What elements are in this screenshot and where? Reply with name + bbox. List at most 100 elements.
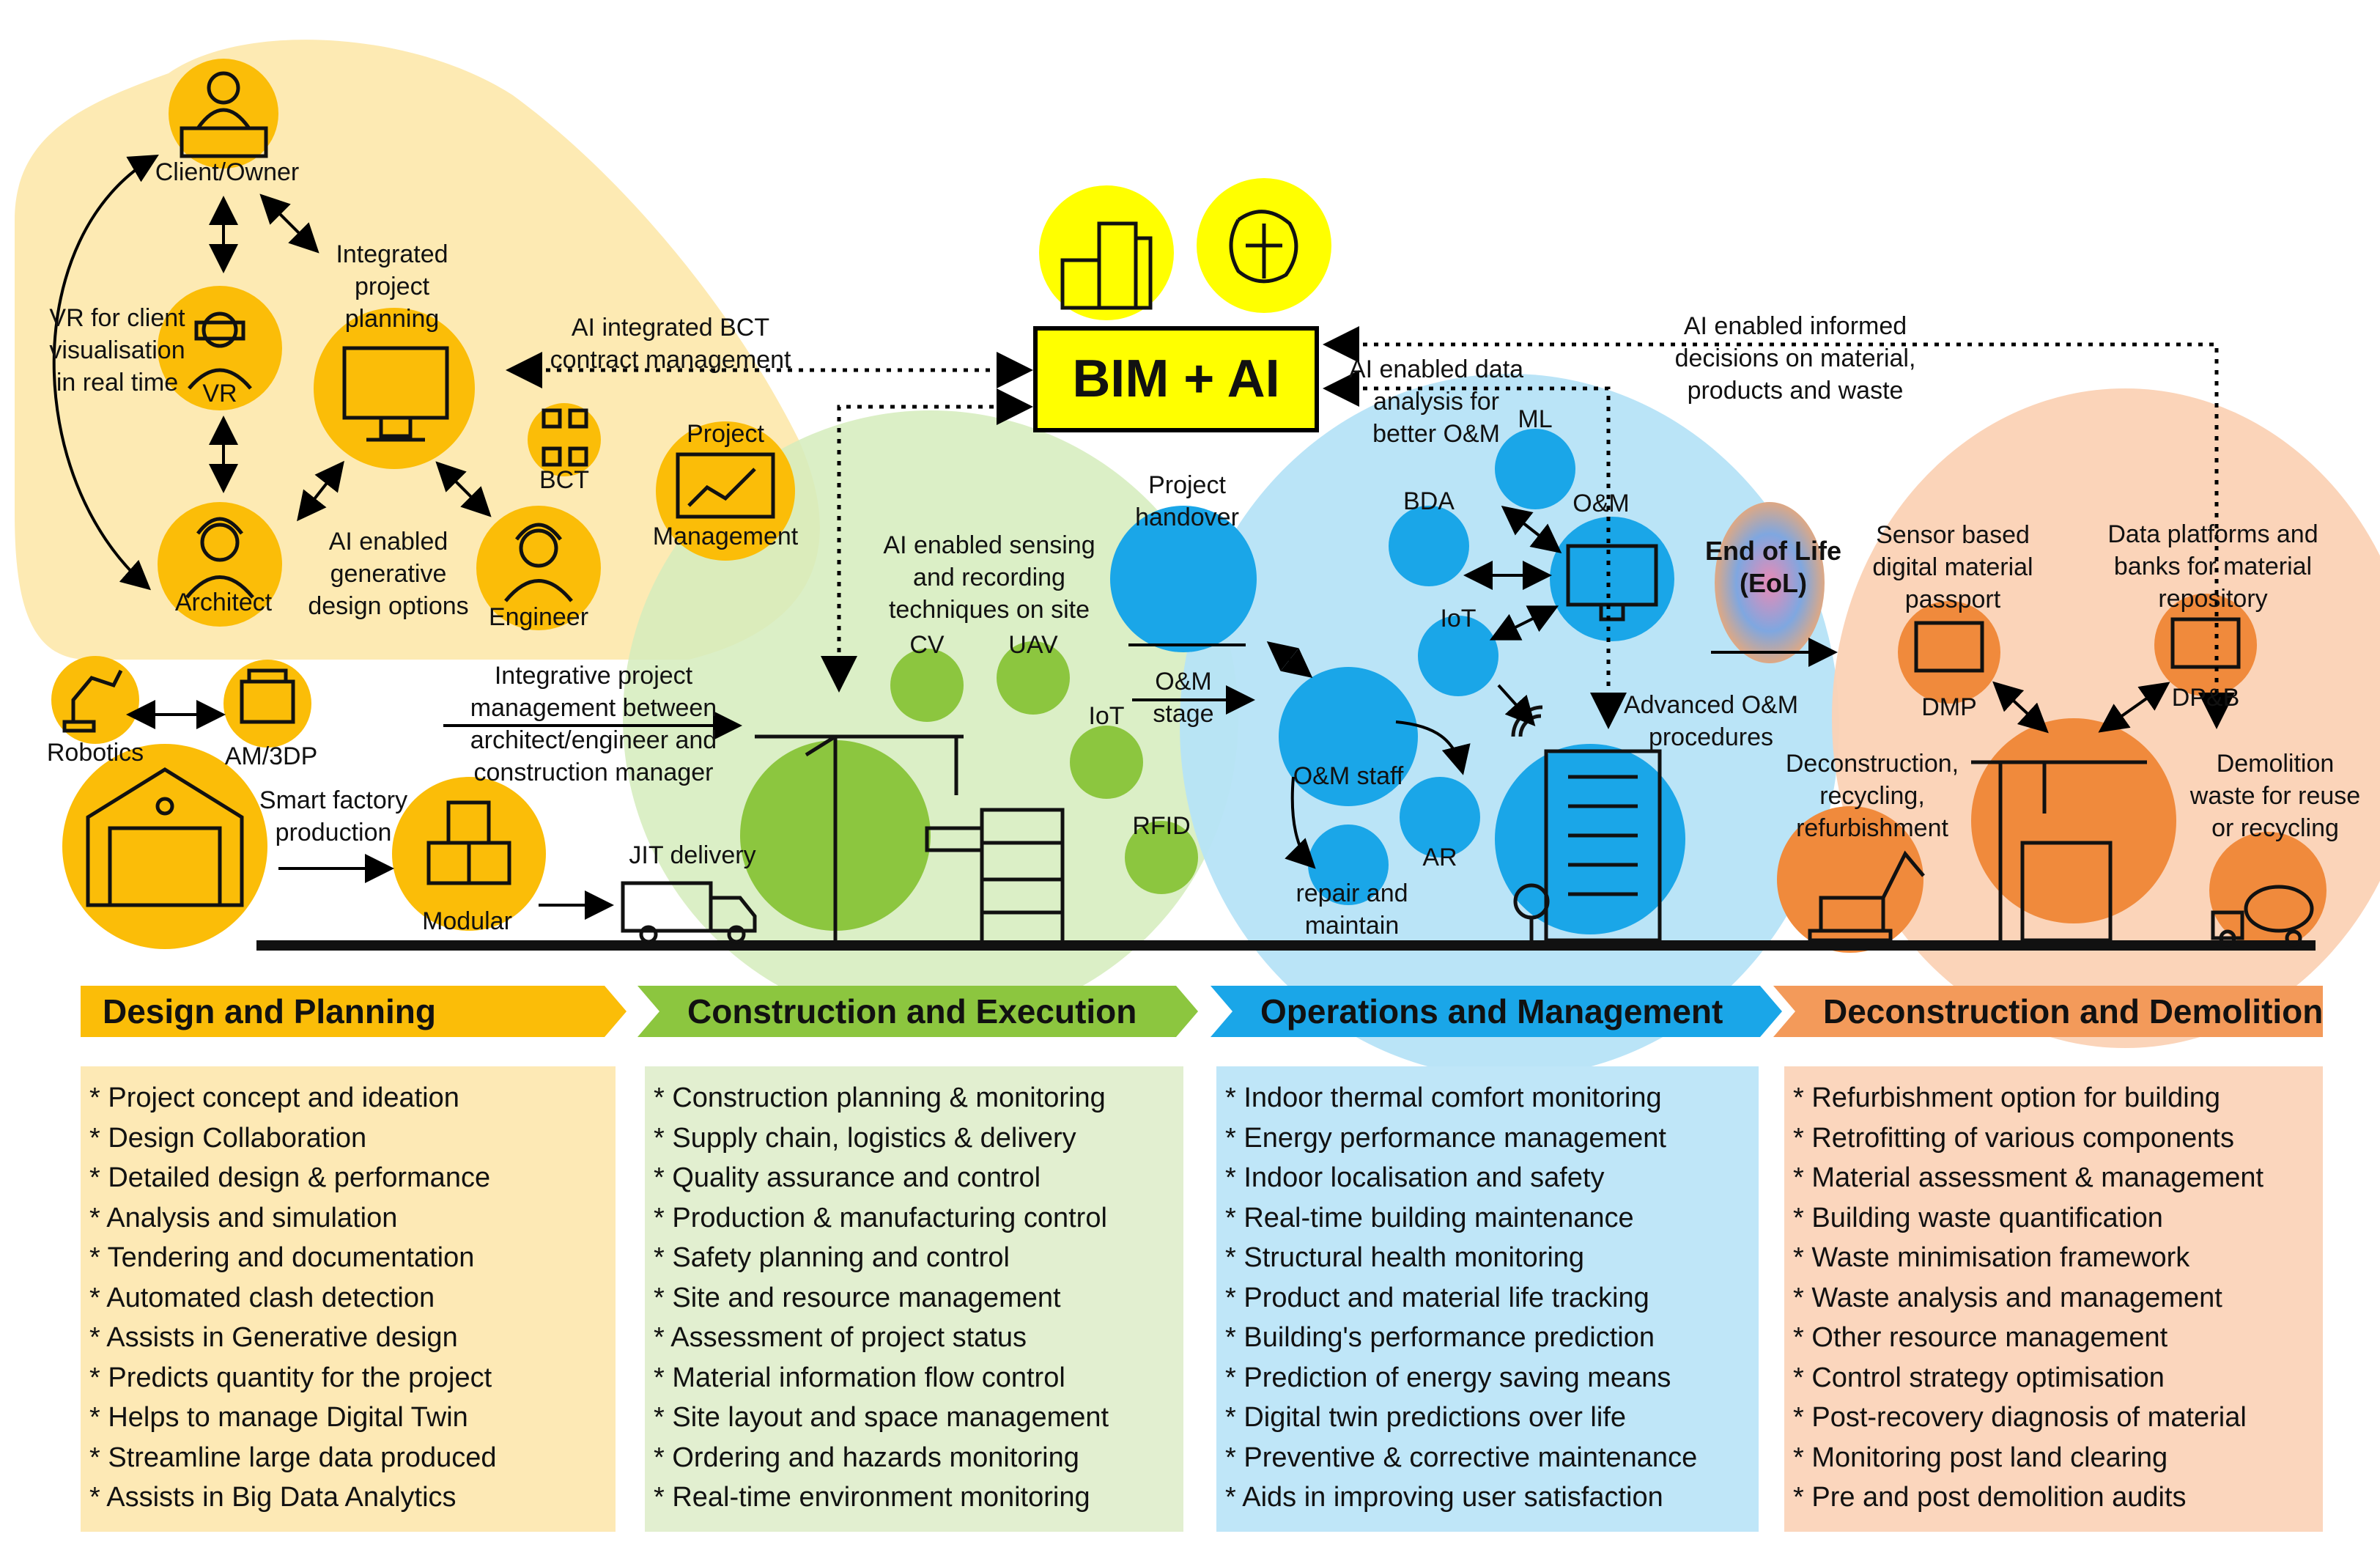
ar-disc xyxy=(1400,777,1480,857)
smart-factory-label: Smart factory production xyxy=(259,786,408,846)
list-item: * Indoor localisation and safety xyxy=(1225,1162,1605,1193)
list-item: * Automated clash detection xyxy=(89,1282,435,1313)
om-stage-label: O&M stage xyxy=(1153,668,1214,728)
list-item: * Digital twin predictions over life xyxy=(1225,1402,1627,1433)
integrative-pm-label: Integrative project management between a… xyxy=(470,662,717,786)
list-item: * Safety planning and control xyxy=(654,1242,1010,1273)
ai-sensing-label: AI enabled sensing and recording techniq… xyxy=(883,531,1095,624)
design-panel: * Project concept and ideation * Design … xyxy=(81,1066,616,1532)
construction-panel: * Construction planning & monitoring * S… xyxy=(645,1066,1183,1532)
list-item: * Helps to manage Digital Twin xyxy=(89,1402,468,1433)
list-item: * Construction planning & monitoring xyxy=(654,1082,1106,1113)
list-item: * Site and resource management xyxy=(654,1282,1061,1313)
ai-generative-label: AI enabled generative design options xyxy=(308,528,469,620)
iot-site-label: IoT xyxy=(1088,702,1125,730)
om-label: O&M xyxy=(1572,490,1630,517)
uav-label: UAV xyxy=(1008,631,1058,659)
vr-disc xyxy=(158,286,282,410)
bim-ai-box: BIM + AI xyxy=(1033,326,1319,432)
iot-site-disc xyxy=(1070,726,1143,799)
deconstruction-list: * Refurbishment option for building * Re… xyxy=(1793,1078,2316,1518)
data-platforms-label: Data platforms and banks for material re… xyxy=(2107,520,2318,613)
list-item: * Aids in improving user satisfaction xyxy=(1225,1482,1663,1513)
list-item: * Other resource management xyxy=(1793,1322,2168,1353)
project-handover-label: Project handover xyxy=(1135,471,1239,531)
ai-informed-label: AI enabled informed decisions on materia… xyxy=(1674,312,1916,405)
handover-disc xyxy=(1110,506,1257,652)
client-owner-label: Client/Owner xyxy=(155,158,300,186)
list-item: * Site layout and space management xyxy=(654,1402,1109,1433)
ai-bct-contract-label: AI integrated BCT contract management xyxy=(550,314,791,374)
list-item: * Supply chain, logistics & delivery xyxy=(654,1122,1076,1154)
architect-label: Architect xyxy=(174,589,273,616)
cv-label: CV xyxy=(909,631,945,659)
vr-client-label: VR for client visualisation in real time xyxy=(49,304,185,396)
list-item: * Pre and post demolition audits xyxy=(1793,1482,2187,1513)
project-management-label: Project Management xyxy=(652,420,799,550)
list-item: * Prediction of energy saving means xyxy=(1225,1362,1671,1393)
engineer-label: Engineer xyxy=(488,603,589,631)
iot-om-label: IoT xyxy=(1440,605,1477,632)
repair-disc xyxy=(1308,825,1389,905)
list-item: * Production & manufacturing control xyxy=(654,1202,1107,1233)
list-item: * Building's performance prediction xyxy=(1225,1322,1655,1353)
rfid-label: RFID xyxy=(1132,812,1191,840)
list-item: * Refurbishment option for building xyxy=(1793,1082,2221,1113)
list-item: * Preventive & corrective maintenance xyxy=(1225,1442,1698,1473)
list-item: * Ordering and hazards monitoring xyxy=(654,1442,1079,1473)
list-item: * Control strategy optimisation xyxy=(1793,1362,2165,1393)
list-item: * Energy performance management xyxy=(1225,1122,1666,1154)
list-item: * Structural health monitoring xyxy=(1225,1242,1585,1273)
sensor-passport-label: Sensor based digital material passport xyxy=(1872,521,2033,613)
ml-label: ML xyxy=(1518,405,1553,433)
dmp-disc xyxy=(1898,601,2000,704)
vr-label: VR xyxy=(202,380,237,407)
excavator-disc xyxy=(1777,806,1923,953)
am3dp-label: AM/3DP xyxy=(224,742,318,770)
list-item: * Monitoring post land clearing xyxy=(1793,1442,2168,1473)
dpb-label: DP&B xyxy=(2171,684,2240,712)
list-item: * Waste minimisation framework xyxy=(1793,1242,2190,1273)
list-item: * Retrofitting of various components xyxy=(1793,1122,2234,1154)
om-staff-label: O&M staff xyxy=(1293,762,1404,790)
jit-delivery-label: JIT delivery xyxy=(629,841,756,869)
bda-disc xyxy=(1389,506,1469,586)
list-item: * Project concept and ideation xyxy=(89,1082,459,1113)
rfid-disc xyxy=(1125,821,1198,894)
bct-label: BCT xyxy=(539,466,589,494)
phase-banner-construction: Construction and Execution xyxy=(638,986,1198,1037)
dmp-label: DMP xyxy=(1921,693,1977,721)
list-item: * Building waste quantification xyxy=(1793,1202,2163,1233)
list-item: * Assists in Generative design xyxy=(89,1322,458,1353)
list-item: * Predicts quantity for the project xyxy=(89,1362,492,1393)
list-item: * Assessment of project status xyxy=(654,1322,1027,1353)
list-item: * Analysis and simulation xyxy=(89,1202,398,1233)
am3dp-disc xyxy=(223,660,311,748)
factory-disc xyxy=(62,744,267,949)
list-item: * Material assessment & management xyxy=(1793,1162,2264,1193)
list-item: * Indoor thermal comfort monitoring xyxy=(1225,1082,1662,1113)
integrated-planning-label: Integrated project planning xyxy=(336,240,448,333)
end-of-life-label: End of Life (EoL) xyxy=(1705,536,1841,598)
client-owner-disc xyxy=(169,59,278,169)
operations-panel: * Indoor thermal comfort monitoring * En… xyxy=(1216,1066,1759,1532)
deconstruction-recycle-label: Deconstruction, recycling, refurbishment xyxy=(1785,750,1959,842)
list-item: * Design Collaboration xyxy=(89,1122,367,1154)
list-item: * Post-recovery diagnosis of material xyxy=(1793,1402,2247,1433)
bct-disc xyxy=(528,403,601,476)
list-item: * Assists in Big Data Analytics xyxy=(89,1482,457,1513)
list-item: * Material information flow control xyxy=(654,1362,1065,1393)
construction-list: * Construction planning & monitoring * S… xyxy=(654,1078,1176,1518)
phase-banner-deconstruction: Deconstruction and Demolition xyxy=(1773,986,2323,1037)
operations-list: * Indoor thermal comfort monitoring * En… xyxy=(1225,1078,1751,1518)
mixer-disc xyxy=(2209,832,2327,949)
building-disc xyxy=(1495,744,1685,934)
list-item: * Waste analysis and management xyxy=(1793,1282,2222,1313)
design-list: * Project concept and ideation * Design … xyxy=(89,1078,608,1518)
list-item: * Detailed design & performance xyxy=(89,1162,491,1193)
list-item: * Quality assurance and control xyxy=(654,1162,1041,1193)
modular-label: Modular xyxy=(422,907,512,935)
repair-maintain-label: repair and maintain xyxy=(1296,879,1408,940)
